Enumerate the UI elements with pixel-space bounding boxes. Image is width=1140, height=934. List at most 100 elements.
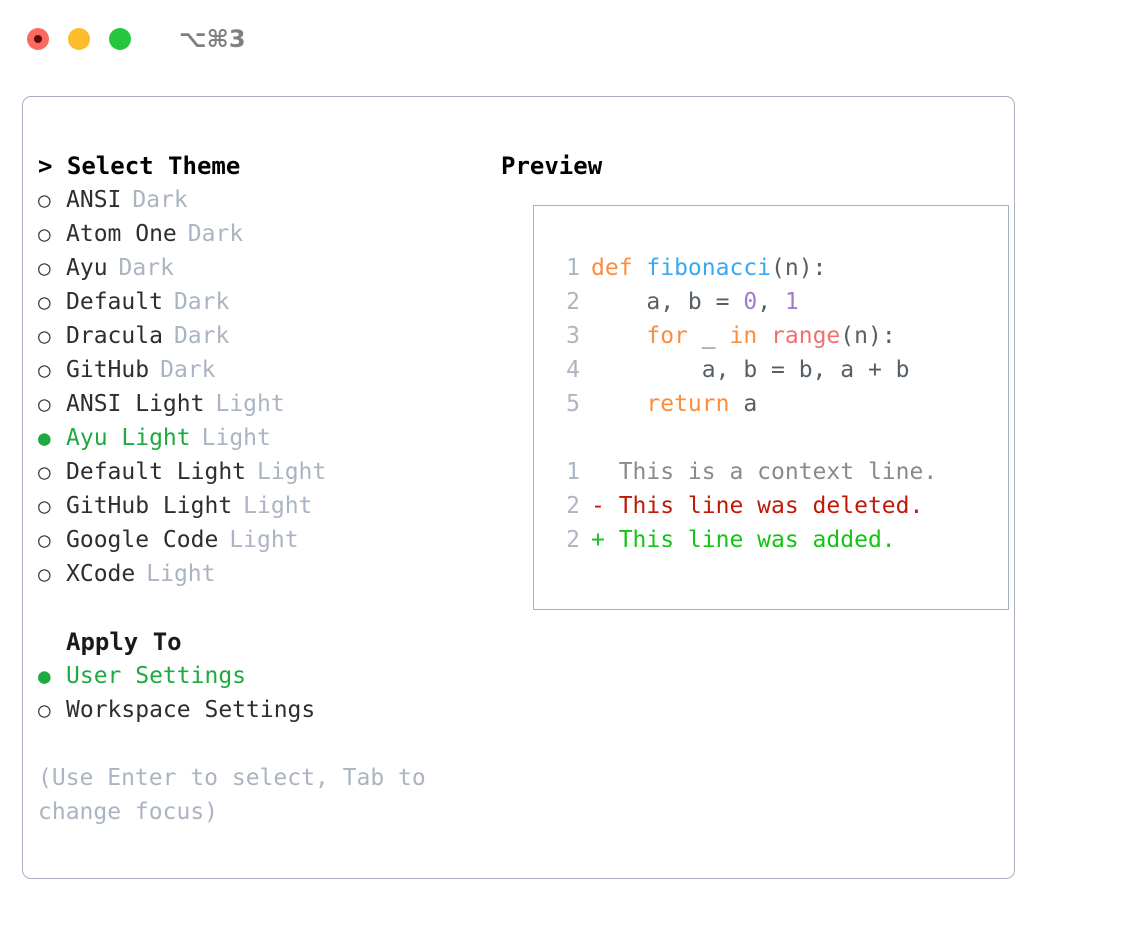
diff-line-context: 1 This is a context line. [550, 455, 1008, 489]
code-token-keyword: for [591, 323, 702, 349]
theme-option-tag: Dark [173, 323, 230, 349]
code-line: 4 a, b = b, a + b [550, 353, 1008, 387]
keyboard-hint-text: (Use Enter to select, Tab to change focu… [38, 765, 426, 825]
line-number: 5 [566, 391, 580, 417]
theme-option-github[interactable]: ○ GitHub Dark [38, 353, 488, 387]
apply-to-list: ● User Settings ○ Workspace Settings [38, 659, 488, 727]
theme-option-label: GitHub Light [66, 493, 233, 519]
line-number: 1 [566, 255, 580, 281]
theme-option-tag: Light [243, 493, 313, 519]
theme-option-label: GitHub [66, 357, 150, 383]
line-number: 2 [566, 493, 580, 519]
code-line-text: return a [580, 387, 757, 421]
theme-option-label: Default Light [66, 459, 247, 485]
code-line-text: a, b = 0, 1 [580, 285, 799, 319]
preview-heading: Preview [501, 152, 603, 180]
code-token-function: fibonacci [646, 255, 772, 281]
radio-unselected-icon: ○ [38, 698, 51, 722]
theme-option-tag: Dark [118, 255, 174, 281]
diff-line-added: 2 + This line was added. [550, 523, 1008, 557]
theme-option-tag: Light [201, 425, 271, 451]
code-line-text: def fibonacci(n): [580, 251, 826, 285]
code-blank-line [550, 421, 1008, 455]
title-bar: ⌥⌘3 [0, 0, 1140, 78]
radio-unselected-icon: ○ [38, 460, 51, 484]
maximize-window-button[interactable] [109, 28, 131, 50]
code-token-identifier: _ [701, 323, 730, 349]
theme-option-label: Dracula [66, 323, 163, 349]
theme-option-tag: Dark [160, 357, 216, 383]
radio-unselected-icon: ○ [38, 562, 51, 586]
select-theme-heading: > Select Theme [38, 152, 241, 180]
theme-option-default-light[interactable]: ○ Default Light Light [38, 455, 488, 489]
apply-to-option-label: Workspace Settings [66, 697, 316, 723]
code-token-identifier: a, b = [591, 289, 744, 315]
theme-option-tag: Light [229, 527, 299, 553]
radio-unselected-icon: ○ [38, 290, 51, 314]
theme-option-label: ANSI Light [66, 391, 205, 417]
code-line: 3 for _ in range(n): [550, 319, 1008, 353]
radio-unselected-icon: ○ [38, 256, 51, 280]
code-line-text: for _ in range(n): [580, 319, 896, 353]
radio-unselected-icon: ○ [38, 324, 51, 348]
theme-option-label: Ayu [66, 255, 108, 281]
diff-line-text: - This line was deleted. [591, 493, 924, 519]
radio-selected-icon: ● [38, 664, 51, 688]
theme-option-ayu[interactable]: ○ Ayu Dark [38, 251, 488, 285]
radio-unselected-icon: ○ [38, 392, 51, 416]
apply-to-option-label: User Settings [66, 663, 247, 689]
apply-to-option-user-settings[interactable]: ● User Settings [38, 659, 488, 693]
code-token-keyword: in [729, 323, 772, 349]
code-token-identifier: a [743, 391, 758, 417]
line-number: 1 [566, 459, 580, 485]
theme-option-label: Google Code [66, 527, 219, 553]
theme-option-ansi-light[interactable]: ○ ANSI Light Light [38, 387, 488, 421]
line-number: 3 [566, 323, 580, 349]
minimize-window-button[interactable] [68, 28, 90, 50]
radio-unselected-icon: ○ [38, 188, 51, 212]
code-line: 2 a, b = 0, 1 [550, 285, 1008, 319]
apply-to-option-workspace-settings[interactable]: ○ Workspace Settings [38, 693, 488, 727]
code-token-punct: (n): [840, 323, 896, 349]
traffic-lights [27, 28, 131, 50]
theme-option-tag: Light [146, 561, 216, 587]
theme-option-label: ANSI [66, 187, 122, 213]
apply-to-heading: Apply To [66, 628, 182, 656]
theme-option-tag: Dark [132, 187, 188, 213]
theme-option-tag: Dark [187, 221, 244, 247]
radio-unselected-icon: ○ [38, 358, 51, 382]
radio-selected-icon: ● [38, 426, 51, 450]
theme-option-ansi[interactable]: ○ ANSI Dark [38, 183, 488, 217]
code-token-number: 1 [784, 289, 799, 315]
code-line: 5 return a [550, 387, 1008, 421]
theme-option-dracula[interactable]: ○ Dracula Dark [38, 319, 488, 353]
close-window-button[interactable] [27, 28, 49, 50]
code-token-keyword: return [591, 391, 744, 417]
radio-unselected-icon: ○ [38, 222, 51, 246]
theme-option-tag: Dark [173, 289, 230, 315]
apply-to-section: Apply To ● User Settings ○ Workspace Settin… [38, 625, 488, 727]
code-token-number: 0 [743, 289, 758, 315]
code-token-identifier: a, b = b, a + b [591, 357, 910, 383]
theme-option-github-light[interactable]: ○ GitHub Light Light [38, 489, 488, 523]
radio-unselected-icon: ○ [38, 494, 51, 518]
diff-line-text: + This line was added. [591, 527, 896, 553]
theme-option-tag: Light [257, 459, 327, 485]
line-number: 2 [566, 527, 580, 553]
line-number: 2 [566, 289, 580, 315]
code-line-text: a, b = b, a + b [580, 353, 910, 387]
diff-line-text: This is a context line. [591, 459, 938, 485]
theme-option-tag: Light [215, 391, 285, 417]
diff-line-deleted: 2 - This line was deleted. [550, 489, 1008, 523]
